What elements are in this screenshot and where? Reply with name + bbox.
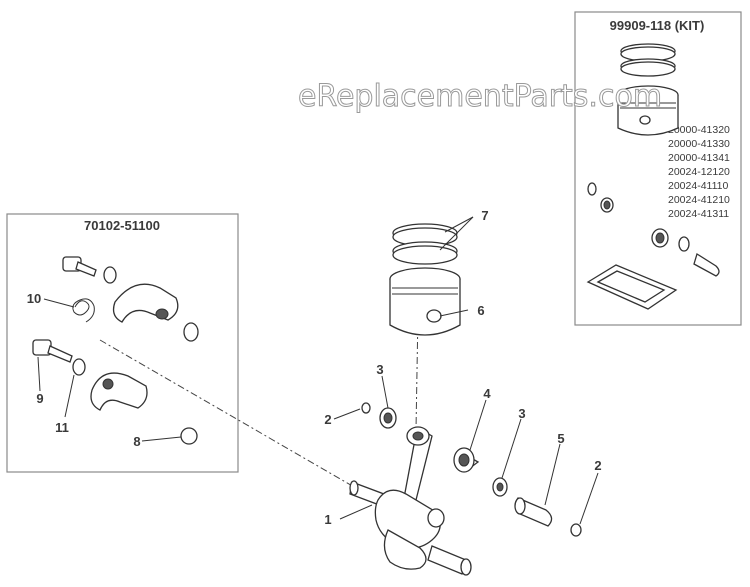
clutch-kit-box [6, 213, 239, 473]
callout-8: 8 [133, 434, 140, 449]
callout-7: 7 [481, 208, 488, 223]
callout-1: 1 [324, 512, 331, 527]
clutch-washer-upper-right [183, 322, 199, 342]
piston-rings [392, 223, 458, 265]
part-number: 20024-41311 [668, 208, 729, 220]
piston-kit-piston [617, 85, 679, 136]
clutch-shoe-lower [90, 372, 148, 411]
clutch-washer-lower [72, 358, 86, 376]
clutch-bolt-upper [62, 256, 97, 277]
part-number: 20000-41320 [668, 124, 730, 136]
callout-5: 5 [557, 431, 564, 446]
piston-kit-small-parts [586, 182, 720, 310]
thrust-washer-left-hole [383, 412, 393, 424]
clutch-bolt-lower [32, 339, 73, 363]
crankshaft [349, 426, 472, 576]
callout-11: 11 [55, 420, 69, 435]
piston-kit-title: 99909-118 (KIT) [610, 18, 705, 33]
clutch-shoe-upper [112, 283, 179, 323]
thrust-washer-right-hole [496, 482, 504, 492]
part-number: 20024-41210 [668, 194, 730, 206]
leader-lines [37, 216, 599, 525]
clutch-spring [72, 298, 95, 323]
assembly-centerline [99, 339, 369, 496]
piston-kit-part-number-list: 20000-41320 20000-41330 20000-41341 2002… [668, 124, 730, 220]
callout-3-left: 3 [376, 362, 383, 377]
callout-9: 9 [36, 391, 43, 406]
callout-3-right: 3 [518, 406, 525, 421]
part-number: 20024-41110 [668, 180, 728, 192]
needle-bearing [453, 447, 480, 473]
piston-pin [514, 497, 553, 527]
clutch-washer-upper [103, 266, 117, 284]
callout-2-right: 2 [594, 458, 601, 473]
callout-4: 4 [483, 386, 491, 401]
piston-kit-rings [620, 43, 676, 77]
watermark: eReplacementParts.com [298, 79, 662, 114]
part-number: 20024-12120 [668, 166, 730, 178]
callout-2-left: 2 [324, 412, 331, 427]
circlip-right [570, 523, 582, 537]
clutch-kit-title: 70102-51100 [84, 218, 160, 233]
callout-6: 6 [477, 303, 484, 318]
part-number: 20000-41341 [668, 152, 730, 164]
piston [389, 267, 461, 336]
callout-10: 10 [27, 291, 41, 306]
clutch-washer-lower-right [180, 427, 198, 445]
part-number: 20000-41330 [668, 138, 730, 150]
piston-kit-box [574, 11, 742, 326]
circlip-left [361, 402, 371, 414]
